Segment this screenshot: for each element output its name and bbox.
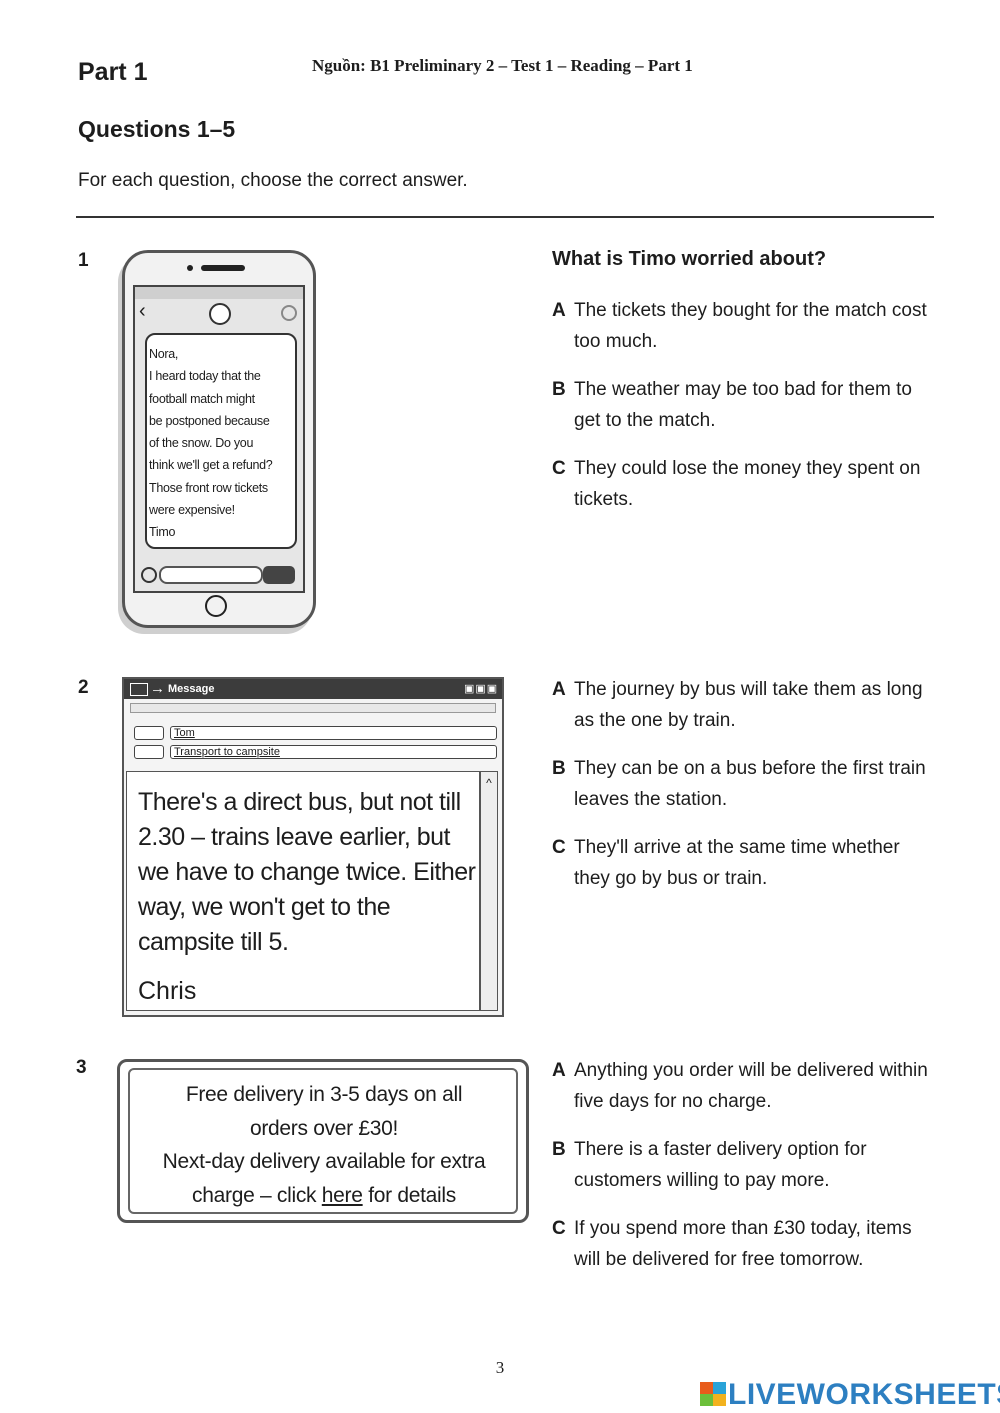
notice-inner-border xyxy=(128,1068,518,1214)
message-bubble xyxy=(145,333,297,549)
window-title: Message xyxy=(168,683,215,695)
q2-option-a[interactable]: A The journey by bus will take them as l… xyxy=(552,674,932,736)
arrow-icon: → xyxy=(150,680,165,697)
toolbar-strip xyxy=(130,703,496,713)
compose-field xyxy=(159,566,263,584)
question-number-2: 2 xyxy=(78,677,89,698)
option-letter: C xyxy=(552,458,566,479)
scroll-up-icon: ^ xyxy=(486,776,492,790)
q3-option-b[interactable]: B There is a faster delivery option for … xyxy=(552,1134,932,1196)
email-window: → Message ▣▣▣ Tom Transport to campsite … xyxy=(122,677,504,1017)
option-letter: A xyxy=(552,300,566,321)
phone-speaker xyxy=(201,265,245,271)
phone-camera xyxy=(187,265,193,271)
q1-option-b[interactable]: B The weather may be too bad for them to… xyxy=(552,374,932,436)
to-tag xyxy=(134,726,164,740)
q2-option-b[interactable]: B They can be on a bus before the first … xyxy=(552,753,932,815)
email-body-area xyxy=(126,771,480,1011)
phone-screen: ‹ Nora, I heard today that the football … xyxy=(133,285,305,593)
q3-option-c[interactable]: C If you spend more than £30 today, item… xyxy=(552,1213,932,1275)
phone-illustration: ‹ Nora, I heard today that the football … xyxy=(122,250,316,628)
subject-field: Transport to campsite xyxy=(170,745,497,759)
option-text: The tickets they bought for the match co… xyxy=(574,300,927,352)
q1-option-c[interactable]: C They could lose the money they spent o… xyxy=(552,453,932,515)
option-letter: A xyxy=(552,679,566,700)
option-text: They can be on a bus before the first tr… xyxy=(574,758,926,810)
option-letter: B xyxy=(552,1139,566,1160)
option-text: There is a faster delivery option for cu… xyxy=(574,1139,867,1191)
notice-text: Free delivery in 3-5 days on all orders … xyxy=(128,1078,520,1212)
to-field: Tom xyxy=(170,726,497,740)
notice-line-2-start: Next-day delivery available for extra ch… xyxy=(162,1150,486,1207)
envelope-icon xyxy=(130,683,148,696)
notice-line-1: Free delivery in 3-5 days on all orders … xyxy=(185,1083,463,1140)
camera-icon xyxy=(141,567,157,583)
notice-box: Free delivery in 3-5 days on all orders … xyxy=(117,1059,529,1223)
part-title: Part 1 xyxy=(78,58,148,86)
email-signature: Chris xyxy=(138,977,197,1005)
question-1-prompt: What is Timo worried about? xyxy=(552,248,827,270)
option-letter: C xyxy=(552,837,566,858)
option-text: They could lose the money they spent on … xyxy=(574,458,921,510)
details-link[interactable]: here xyxy=(321,1183,363,1207)
scrollbar: ^ xyxy=(480,771,498,1011)
status-bar xyxy=(135,287,303,299)
q3-option-a[interactable]: A Anything you order will be delivered w… xyxy=(552,1055,932,1117)
option-letter: C xyxy=(552,1218,566,1239)
page-number: 3 xyxy=(495,1358,505,1377)
text-message: Nora, I heard today that the football ma… xyxy=(149,347,273,540)
option-text: The weather may be too bad for them to g… xyxy=(574,379,912,431)
window-controls-icon: ▣▣▣ xyxy=(464,683,499,695)
option-text: Anything you order will be delivered wit… xyxy=(574,1060,928,1112)
option-text: If you spend more than £30 today, items … xyxy=(574,1218,912,1270)
option-text: They'll arrive at the same time whether … xyxy=(574,837,900,889)
send-button xyxy=(263,566,295,584)
profile-icon xyxy=(281,305,297,321)
question-number-3: 3 xyxy=(76,1057,87,1078)
divider xyxy=(76,216,934,218)
logo-icon xyxy=(700,1382,726,1406)
option-text: The journey by bus will take them as lon… xyxy=(574,679,923,731)
questions-heading: Questions 1–5 xyxy=(78,116,236,142)
option-letter: B xyxy=(552,379,566,400)
notice-line-2-end: for details xyxy=(368,1183,456,1207)
source-note: Nguồn: B1 Preliminary 2 – Test 1 – Readi… xyxy=(312,56,693,75)
option-letter: B xyxy=(552,758,566,779)
email-title-bar: → Message ▣▣▣ xyxy=(124,679,502,699)
instructions: For each question, choose the correct an… xyxy=(78,170,468,191)
option-letter: A xyxy=(552,1060,566,1081)
back-arrow-icon: ‹ xyxy=(139,300,146,322)
q1-option-a[interactable]: A The tickets they bought for the match … xyxy=(552,295,932,357)
q2-option-c[interactable]: C They'll arrive at the same time whethe… xyxy=(552,832,932,894)
question-number-1: 1 xyxy=(78,250,89,271)
subject-tag xyxy=(134,745,164,759)
contact-avatar-icon xyxy=(209,303,231,325)
email-body: There's a direct bus, but not till 2.30 … xyxy=(138,788,476,956)
notice-line-2: Next-day delivery available for extra ch… xyxy=(128,1145,520,1212)
home-button xyxy=(205,595,227,617)
logo-text: LIVEWORKSHEETS xyxy=(728,1378,1000,1411)
